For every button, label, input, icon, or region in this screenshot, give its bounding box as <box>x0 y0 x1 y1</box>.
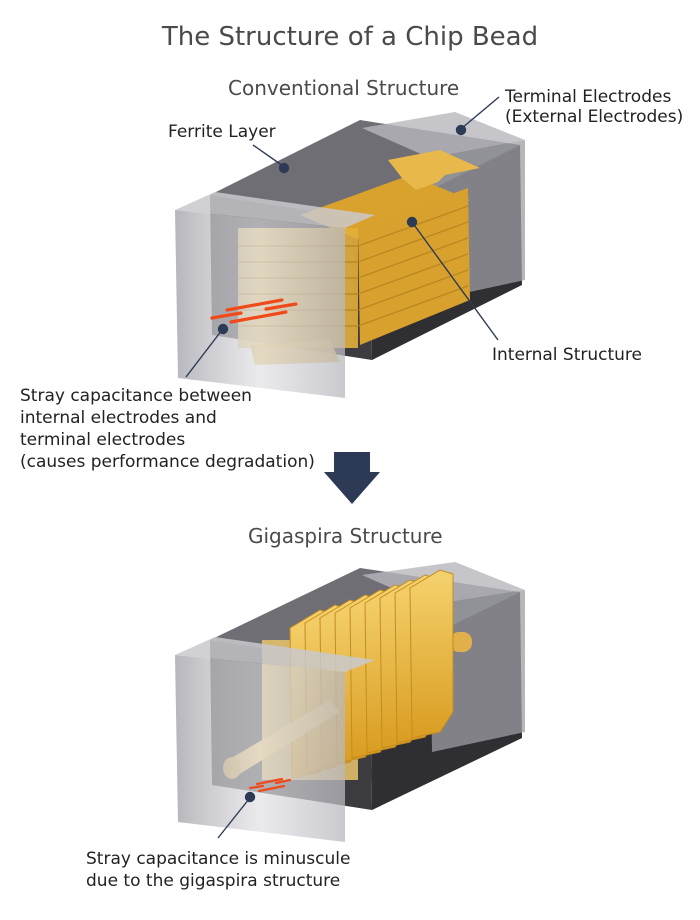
stray-line: Stray capacitance between <box>20 386 252 406</box>
gigaspira-chip <box>175 562 525 842</box>
conventional-heading: Conventional Structure <box>228 76 460 100</box>
terminal-label-line2: (External Electrodes) <box>505 107 684 128</box>
stray-line: (causes performance degradation) <box>20 452 315 473</box>
left-terminal-top <box>175 192 375 228</box>
conventional-capacitance-symbol <box>210 298 298 324</box>
right-terminal-top <box>362 112 525 158</box>
gigaspira-capacitance-symbol <box>248 777 292 793</box>
stray-line: internal electrodes and <box>20 408 217 429</box>
ferrite-layer-label: Ferrite Layer <box>168 122 276 142</box>
gigaspira-heading: Gigaspira Structure <box>248 524 443 548</box>
gigaspira-right-terminal-side <box>430 590 525 752</box>
conventional-leaders <box>185 96 500 378</box>
stray-line: Stray capacitance is minuscule <box>86 849 351 869</box>
gigaspira-leaders <box>217 791 256 839</box>
diagram-title: The Structure of a Chip Bead <box>161 22 539 52</box>
terminal-electrodes-label: Terminal Electrodes (External Electrodes… <box>505 87 683 128</box>
gigaspira-stray-capacitance-label: Stray capacitance is minuscule due to th… <box>86 848 350 892</box>
conventional-stray-capacitance-label: Stray capacitance between internal elect… <box>20 385 315 473</box>
gigaspira-left-terminal-top <box>175 637 375 672</box>
conventional-chip <box>175 112 525 398</box>
stray-line: terminal electrodes <box>20 430 186 451</box>
terminal-label-line1: Terminal Electrodes <box>505 87 672 107</box>
gigaspira-left-terminal-front <box>175 655 345 842</box>
stray-line: due to the gigaspira structure <box>86 871 341 892</box>
internal-structure-label: Internal Structure <box>492 345 643 365</box>
transition-arrow <box>324 452 380 504</box>
